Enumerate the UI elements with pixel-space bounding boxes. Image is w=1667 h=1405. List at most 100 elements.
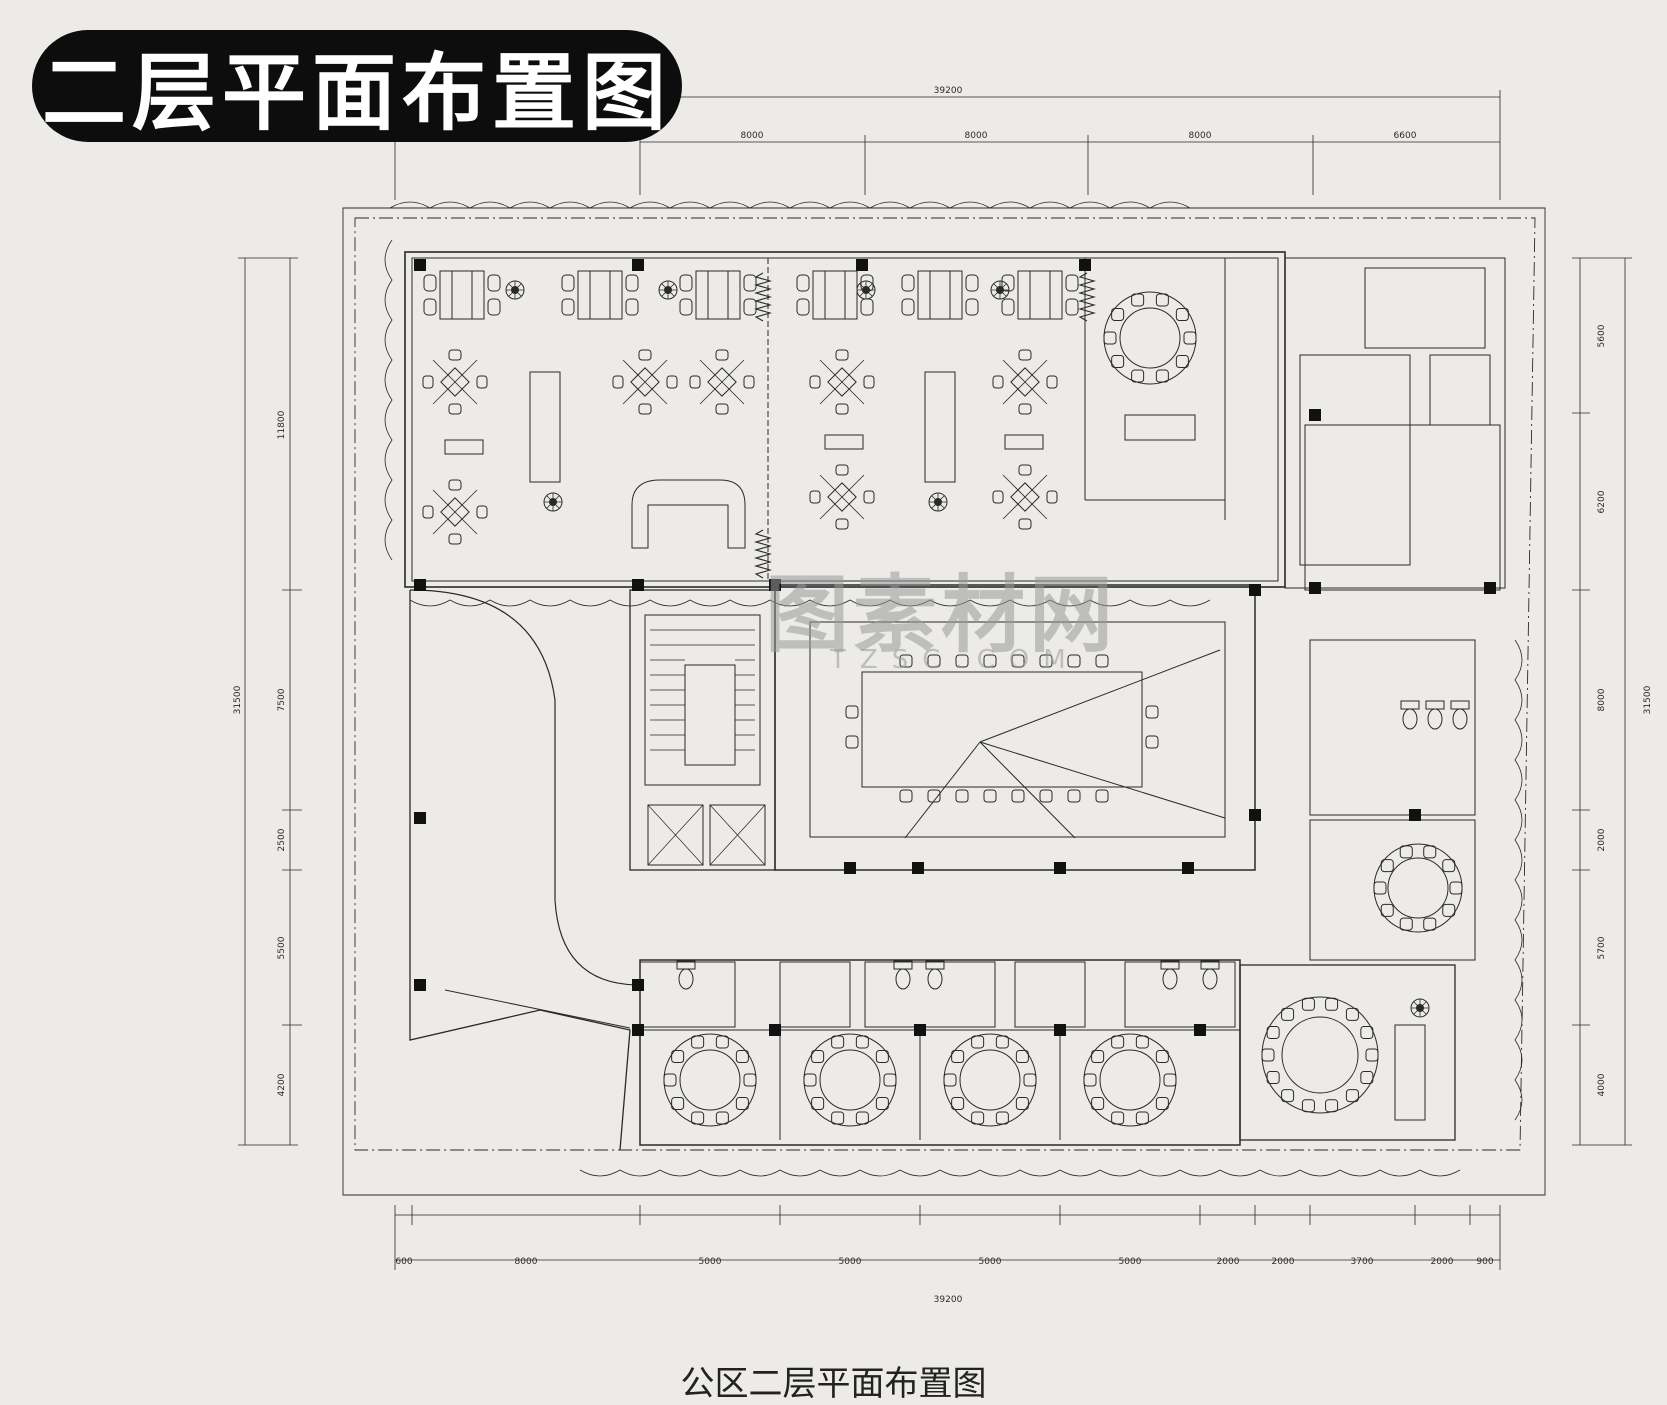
chair (1067, 654, 1081, 668)
chair (1345, 1089, 1359, 1103)
chair (951, 1097, 965, 1111)
chair (875, 1097, 889, 1111)
dim-left-span: 7500 (277, 688, 287, 711)
chair (1015, 1049, 1029, 1063)
dim-left-total: 31500 (233, 685, 243, 714)
chair (743, 1073, 757, 1087)
dim-left-span: 4200 (277, 1073, 287, 1096)
chair (1365, 1048, 1379, 1062)
chair (735, 1049, 749, 1063)
dim-bottom-total: 39200 (934, 1295, 963, 1305)
chair (927, 654, 941, 668)
chair (1155, 293, 1169, 307)
chair (1039, 789, 1053, 803)
chair (1261, 1048, 1275, 1062)
chair (1281, 1089, 1295, 1103)
chair (691, 1111, 705, 1125)
chair (899, 654, 913, 668)
chair (1360, 1071, 1374, 1085)
chair (1175, 355, 1189, 369)
dim-bottom-span: 2000 (1217, 1257, 1240, 1267)
chair (1325, 997, 1339, 1011)
drawing-caption: 公区二层平面布置图 (680, 1364, 987, 1404)
chair (803, 1073, 817, 1087)
chair (1111, 355, 1125, 369)
dim-bottom-span: 2000 (1431, 1257, 1454, 1267)
chair (943, 1073, 957, 1087)
dim-bottom-span: 3700 (1351, 1257, 1374, 1267)
chair (1015, 1097, 1029, 1111)
chair (1325, 1099, 1339, 1113)
chair (1423, 917, 1437, 931)
dim-top-span: 8000 (965, 131, 988, 141)
dim-bottom-span: 5000 (699, 1257, 722, 1267)
chair (955, 789, 969, 803)
chair (875, 1049, 889, 1063)
dim-bottom-span: 8000 (515, 1257, 538, 1267)
chair (1373, 881, 1387, 895)
dim-right-span: 4000 (1597, 1073, 1607, 1096)
chair (1380, 903, 1394, 917)
chair (1103, 331, 1117, 345)
dim-right-total: 31500 (1643, 685, 1653, 714)
dim-bottom-span: 600 (395, 1257, 412, 1267)
chair (995, 1111, 1009, 1125)
title-banner: 二层平面布置图 (32, 30, 682, 142)
chair (1155, 369, 1169, 383)
chair (1131, 293, 1145, 307)
chair (1360, 1025, 1374, 1039)
chair (995, 1035, 1009, 1049)
watermark-text: 图素材网 (765, 566, 1118, 664)
chair (1163, 1073, 1177, 1087)
chair (1111, 307, 1125, 321)
chair (983, 789, 997, 803)
chair (1175, 307, 1189, 321)
chair (715, 1035, 729, 1049)
chair (951, 1049, 965, 1063)
chair (1011, 654, 1025, 668)
chair (715, 1111, 729, 1125)
dim-bottom-span: 900 (1476, 1257, 1493, 1267)
chair (1301, 997, 1315, 1011)
dim-top-span: 8000 (741, 131, 764, 141)
chair (1145, 705, 1159, 719)
chair (855, 1111, 869, 1125)
chair (1423, 845, 1437, 859)
chair (811, 1097, 825, 1111)
chair (1083, 1073, 1097, 1087)
dim-bottom-span: 2000 (1272, 1257, 1295, 1267)
dim-left-span: 11800 (277, 410, 287, 439)
chair (971, 1111, 985, 1125)
chair (1135, 1035, 1149, 1049)
chair (1039, 654, 1053, 668)
dim-right-span: 2000 (1597, 828, 1607, 851)
chair (1091, 1049, 1105, 1063)
chair (831, 1111, 845, 1125)
chair (671, 1097, 685, 1111)
chair (1345, 1007, 1359, 1021)
chair (1380, 859, 1394, 873)
chair (1266, 1025, 1280, 1039)
chair (1091, 1097, 1105, 1111)
chair (1155, 1049, 1169, 1063)
chair (1399, 917, 1413, 931)
chair (1023, 1073, 1037, 1087)
page-title: 二层平面布置图 (41, 43, 672, 142)
chair (845, 705, 859, 719)
chair (1281, 1007, 1295, 1021)
dim-bottom-span: 5000 (1119, 1257, 1142, 1267)
chair (691, 1035, 705, 1049)
dim-top-total: 39200 (934, 86, 963, 96)
chair (927, 789, 941, 803)
chair (1442, 859, 1456, 873)
chair (811, 1049, 825, 1063)
chair (735, 1097, 749, 1111)
chair (971, 1035, 985, 1049)
dim-right-span: 6200 (1597, 490, 1607, 513)
chair (883, 1073, 897, 1087)
chair (1111, 1035, 1125, 1049)
chair (1067, 789, 1081, 803)
chair (983, 654, 997, 668)
chair (1155, 1097, 1169, 1111)
